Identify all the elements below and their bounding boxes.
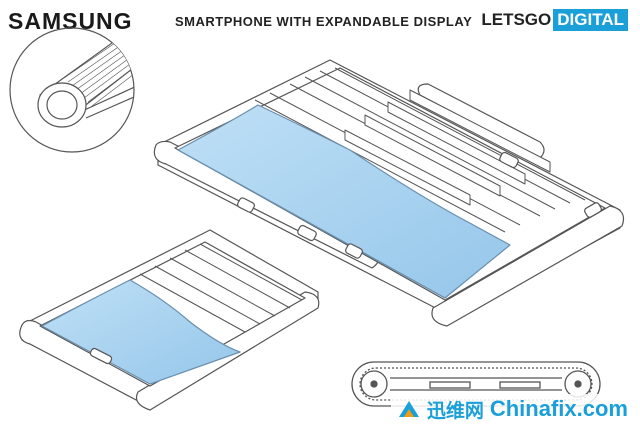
watermark-text-cn: 迅维网 (426, 399, 484, 422)
chinafix-watermark: 迅维网 Chinafix.com (390, 394, 634, 424)
fox-logo-icon (398, 401, 419, 417)
logo-part-letsgo: LETSGO (481, 10, 552, 29)
detail-circle-roller (9, 27, 135, 153)
logo-part-digital: DIGITAL (553, 9, 628, 31)
letsgodigital-logo: LETSGO DIGITAL (479, 9, 628, 31)
watermark-text-en: Chinafix.com (489, 396, 628, 421)
small-device-compact (19, 229, 320, 411)
samsung-brand-logo: SAMSUNG (8, 8, 133, 34)
page-title: SMARTPHONE WITH EXPANDABLE DISPLAY (175, 14, 473, 29)
large-device-expanded (153, 59, 625, 327)
